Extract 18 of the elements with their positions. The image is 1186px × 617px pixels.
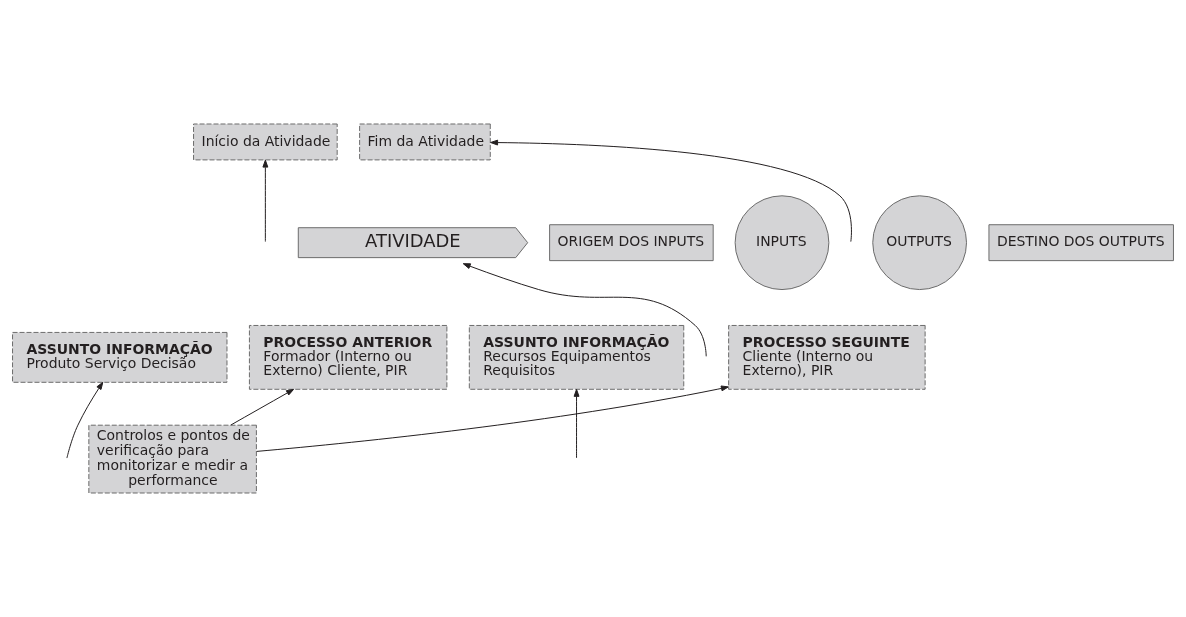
node-box: ASSUNTO INFORMAÇÃO Recursos Equipamentos Requisitos: [468, 324, 685, 390]
node-box: PROCESSO SEGUINTE Cliente (Interno ou Externo), PIR: [728, 324, 926, 390]
arrow: [490, 139, 852, 243]
arrow: [256, 385, 729, 452]
node-box: ORIGEM DOS INPUTS: [549, 224, 714, 262]
arrow: [462, 263, 707, 357]
node-circle: OUTPUTS: [872, 195, 967, 291]
arrow: [230, 388, 295, 426]
node-box: ASSUNTO INFORMAÇÃO Produto Serviço Decisão: [12, 331, 228, 383]
node-box: Controlos e pontos de verificação para monitorizar e medir a performance: [88, 424, 257, 494]
arrow: [262, 159, 269, 243]
arrow: [573, 388, 580, 459]
node-circle: INPUTS: [734, 195, 830, 291]
node-box: PROCESSO ANTERIOR Formador (Interno ou Externo) Cliente, PIR: [248, 324, 448, 390]
node-box: Fim da Atividade: [359, 123, 491, 161]
node-box: DESTINO DOS OUTPUTS: [988, 224, 1174, 262]
arrow: [66, 381, 104, 459]
node-box: Início da Atividade: [193, 123, 338, 161]
